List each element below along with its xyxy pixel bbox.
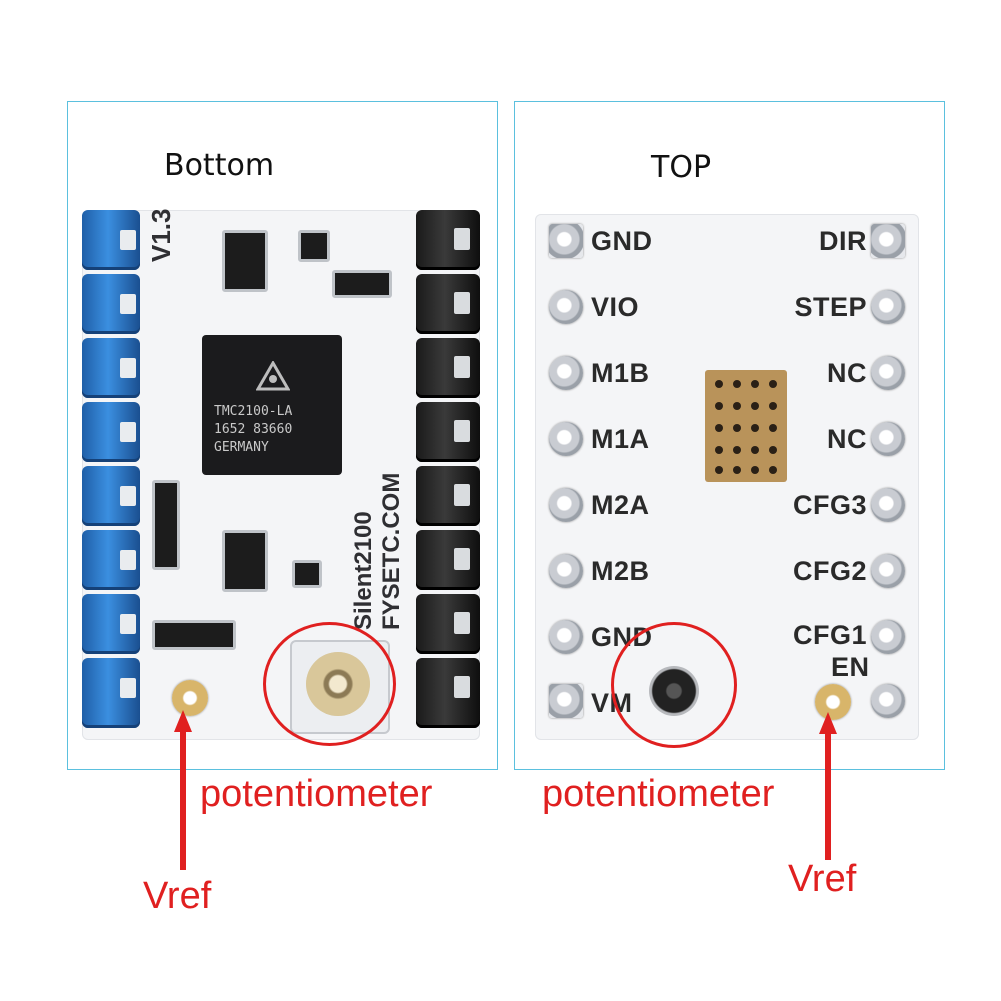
vref-pad	[172, 680, 208, 716]
pin-label-right-4: NC	[827, 424, 867, 454]
top-title: TOP	[651, 150, 712, 185]
potentiometer-annotation-bottom: potentiometer	[200, 773, 433, 815]
pad-m2b	[549, 554, 583, 588]
black-pin-header	[416, 210, 480, 740]
pin-label-right-6: CFG2	[792, 556, 867, 586]
bottom-title: Bottom	[164, 148, 275, 183]
smd-resistor-array	[152, 620, 236, 650]
via-holes	[715, 380, 777, 474]
pad-vio	[549, 290, 583, 324]
model-silkscreen: Silent2100	[350, 511, 377, 630]
top-view-panel: TOP GND VIO M1B M1A M2A M2B GND VM DIR S…	[514, 101, 945, 770]
pad-nc	[871, 422, 905, 456]
pad-cfg1	[871, 620, 905, 654]
smd-resistor	[292, 560, 322, 588]
smd-resistor	[332, 270, 392, 298]
vref-arrow-top	[818, 712, 838, 860]
pin-label-right-5: CFG3	[792, 490, 867, 520]
vref-annotation-bottom: Vref	[143, 875, 212, 917]
pad-step	[871, 290, 905, 324]
pad-gnd	[549, 620, 583, 654]
pin-label-right-8: EN	[831, 652, 870, 682]
pad-cfg3	[871, 488, 905, 522]
pad-cfg2	[871, 554, 905, 588]
chip-marking-line-1: TMC2100-LA	[214, 404, 293, 419]
pin-label-right-1: DIR	[819, 226, 867, 256]
pad-dir	[871, 224, 905, 258]
chip-marking-line-3: GERMANY	[214, 440, 269, 455]
pin-label-left-5: M2A	[591, 490, 650, 520]
pad-m2a	[549, 488, 583, 522]
pin-label-left-6: M2B	[591, 556, 650, 586]
smd-capacitor	[222, 230, 268, 292]
vref-annotation-top: Vref	[788, 858, 857, 900]
bottom-view-panel: Bottom V1.3	[67, 101, 498, 770]
potentiometer-annotation-top: potentiometer	[542, 773, 775, 815]
website-silkscreen: FYSETC.COM	[378, 472, 405, 630]
pad-nc	[871, 356, 905, 390]
chip-marking-line-2: 1652 83660	[214, 422, 293, 437]
pad-en-side	[871, 684, 905, 718]
pad-m1a	[549, 422, 583, 456]
pin-label-right-7: CFG1	[792, 620, 867, 650]
pin-label-right-2: STEP	[794, 292, 867, 322]
blue-pin-header	[82, 210, 152, 740]
pad-m1b	[549, 356, 583, 390]
version-silkscreen: V1.3	[146, 208, 176, 263]
pin-label-right-3: NC	[827, 358, 867, 388]
vref-pad	[815, 684, 851, 720]
pin-label-left-4: M1A	[591, 424, 650, 454]
thermal-via-grid	[705, 370, 787, 482]
trinamic-logo-icon	[255, 359, 291, 391]
smd-resistor-array	[152, 480, 180, 570]
pin-label-left-1: GND	[591, 226, 653, 256]
smd-resistor	[298, 230, 330, 262]
potentiometer-highlight-circle	[263, 622, 396, 746]
potentiometer-highlight-circle	[611, 622, 737, 748]
smd-capacitor	[222, 530, 268, 592]
pad-gnd	[549, 224, 583, 258]
tmc2100-chip: TMC2100-LA 1652 83660 GERMANY	[202, 335, 342, 475]
vref-arrow-bottom	[173, 710, 193, 870]
pin-label-left-2: VIO	[591, 292, 640, 322]
pad-vm	[549, 684, 583, 718]
pin-label-left-3: M1B	[591, 358, 650, 388]
